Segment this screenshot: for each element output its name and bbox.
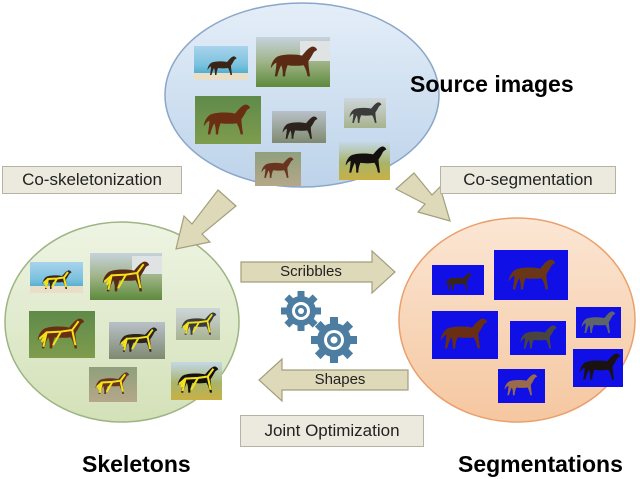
source-photo-3 — [195, 96, 261, 144]
shapes-label: Shapes — [314, 371, 366, 388]
scribbles-arrow — [240, 249, 396, 295]
source-images-label: Source images — [410, 71, 574, 97]
source-photo-5 — [344, 98, 386, 128]
skeletons-label: Skeletons — [82, 451, 191, 477]
segment-photo-7 — [498, 369, 545, 403]
joint-optimization-box: Joint Optimization — [240, 415, 424, 447]
co-skeletonization-box: Co-skeletonization — [2, 166, 182, 194]
source-photo-1 — [194, 46, 248, 80]
segmentations-label: Segmentations — [458, 451, 623, 477]
shapes-arrow — [258, 357, 409, 403]
segment-photo-4 — [510, 321, 566, 355]
segment-photo-3 — [432, 311, 498, 359]
source-photo-6 — [339, 142, 390, 180]
gears-icon — [281, 291, 357, 363]
skeleton-photo-1 — [30, 262, 83, 293]
scribbles-label: Scribbles — [280, 263, 342, 280]
source-photo-7 — [255, 152, 301, 186]
skeleton-photo-3 — [29, 311, 95, 358]
skeleton-photo-2 — [90, 253, 162, 300]
source-ellipse — [164, 2, 440, 188]
source-photo-2 — [256, 37, 330, 87]
skeleton-photo-6 — [171, 362, 222, 400]
segment-photo-6 — [573, 349, 623, 387]
segment-photo-1 — [432, 265, 484, 295]
skeleton-photo-7 — [89, 367, 137, 402]
segment-photo-5 — [576, 307, 621, 338]
co-segmentation-box: Co-segmentation — [440, 166, 616, 194]
arrow-to-skeletons — [175, 189, 237, 250]
skeleton-photo-5 — [176, 308, 220, 340]
skeleton-photo-4 — [109, 322, 165, 359]
segment-photo-2 — [494, 250, 568, 300]
arrow-to-segmentations — [394, 172, 451, 222]
source-photo-4 — [272, 111, 326, 143]
